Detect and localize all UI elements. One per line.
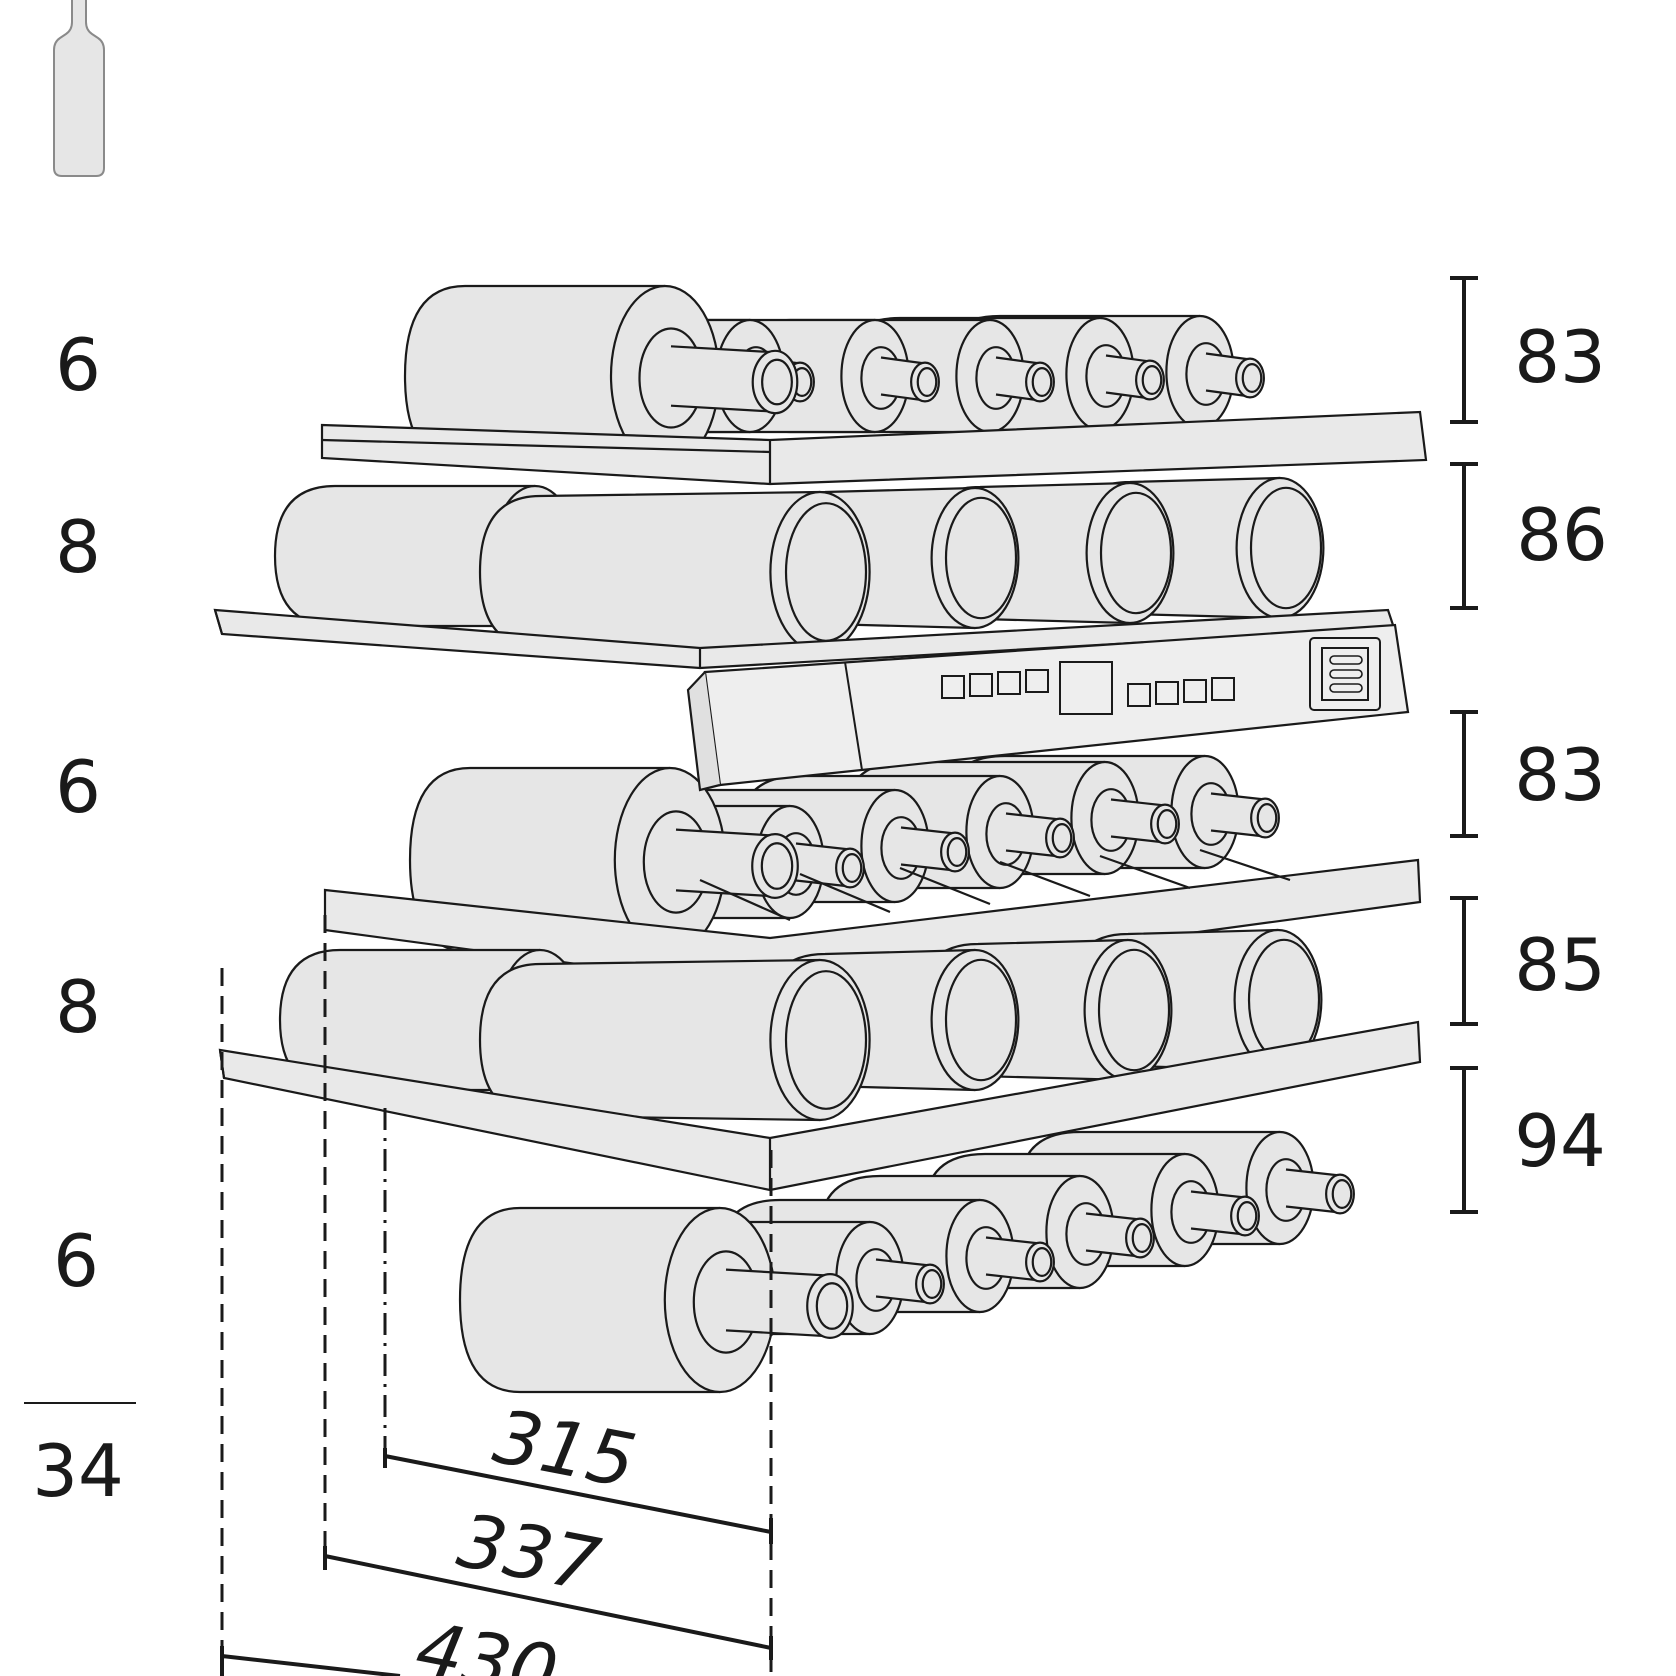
shelf-height-5: 94	[1514, 1099, 1606, 1183]
bottle-s5-1	[458, 1206, 854, 1394]
shelf-count-5: 6	[53, 1219, 99, 1303]
control-panel-buttons-right	[1127, 677, 1235, 707]
shelf-count-1: 6	[55, 323, 101, 407]
wine-bottle-icon	[53, 0, 105, 177]
depth-dimension-315	[383, 1448, 773, 1544]
depth-337: 337	[451, 1498, 606, 1609]
height-dimension-1	[1450, 276, 1478, 424]
shelf-count-3: 6	[55, 745, 101, 829]
height-dimension-2	[1450, 462, 1478, 610]
depth-dimension-430	[220, 1646, 401, 1676]
depth-430: 430	[409, 1606, 564, 1676]
shelf-height-1: 83	[1514, 315, 1606, 399]
depth-315: 315	[487, 1394, 642, 1505]
bottle-rack-illustration	[213, 284, 1428, 1394]
shelf-count-4: 8	[55, 965, 101, 1049]
bottle-s2-1	[478, 490, 871, 654]
height-dimension-5	[1450, 1066, 1478, 1214]
shelf-count-2: 8	[55, 505, 101, 589]
control-panel	[686, 623, 1410, 792]
control-panel-buttons-left	[941, 669, 1049, 699]
bottle-s4-1	[478, 958, 871, 1122]
shelf-height-4: 85	[1514, 923, 1606, 1007]
depth-dimension-337	[323, 1546, 773, 1660]
height-dimension-4	[1450, 896, 1478, 1026]
control-panel-vent	[1309, 637, 1381, 711]
shelf-height-2: 86	[1516, 493, 1608, 577]
total-count: 34	[32, 1429, 124, 1513]
control-panel-display	[1059, 661, 1113, 715]
shelf-height-3: 83	[1514, 733, 1606, 817]
height-dimension-3	[1450, 710, 1478, 838]
bottle-s1-1	[403, 284, 799, 468]
